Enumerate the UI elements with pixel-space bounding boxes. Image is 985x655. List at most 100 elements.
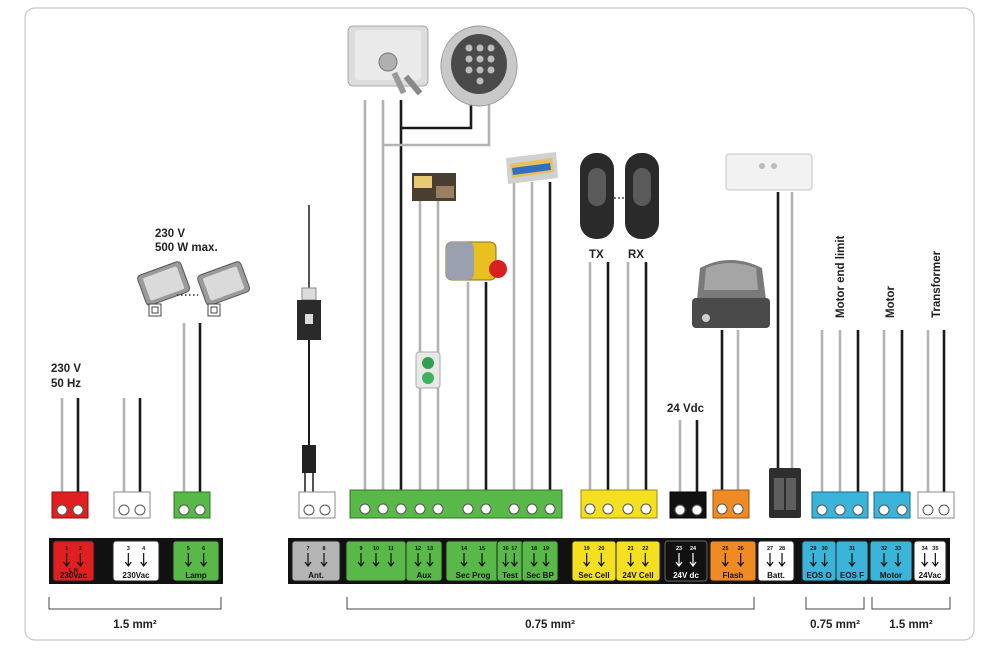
keypad-image — [440, 25, 518, 107]
supply-frequency-label: 50 Hz — [51, 378, 81, 390]
terminal-block-bg — [112, 540, 160, 582]
terminal-arrow-icon — [200, 553, 208, 567]
terminal-block-label: 230Vac — [60, 571, 88, 580]
terminal-arrow-icon — [372, 553, 380, 567]
terminal-block-bg — [709, 540, 757, 582]
terminal-number: 11 — [388, 546, 394, 552]
flash-light-image — [692, 260, 770, 328]
terminal-arrow-icon — [63, 553, 71, 567]
loop-detector-image — [415, 351, 441, 389]
terminal-number: 26 — [738, 546, 744, 552]
cable-brackets — [48, 597, 951, 610]
battery-image — [725, 153, 813, 191]
terminal-block-bg — [521, 540, 559, 582]
terminal-arrow-icon — [641, 553, 649, 567]
terminal-arrow-icon — [542, 553, 550, 567]
terminal-number: 6 — [202, 546, 205, 552]
terminal-arrow-icon — [809, 553, 817, 567]
terminal-number: 32 — [881, 546, 887, 552]
lamp-projector-right — [197, 261, 251, 317]
cable-section-1: 1.5 mm² — [113, 619, 157, 631]
cable-section-3: 0.75 mm² — [810, 619, 860, 631]
terminal-arrow-icon — [737, 553, 745, 567]
push-button-image — [445, 241, 507, 281]
connector-230vac — [113, 491, 151, 519]
terminal-extra-label: L N — [69, 568, 78, 574]
transformer-label: Transformer — [931, 250, 943, 318]
terminal-arrow-icon — [478, 553, 486, 567]
terminal-arrow-icon — [721, 553, 729, 567]
terminal-arrow-icon — [140, 553, 148, 567]
aux-light-image — [412, 173, 456, 201]
terminal-arrow-icon — [821, 553, 829, 567]
terminal-number: 3 — [127, 546, 130, 552]
connector-24vdc — [669, 491, 707, 519]
lamp-voltage-label: 230 V — [155, 228, 185, 240]
terminal-arrow-icon — [320, 553, 328, 567]
terminal-arrow-icon — [894, 553, 902, 567]
terminal-block-label: Sec Cell — [578, 571, 609, 580]
terminal-arrow-icon — [597, 553, 605, 567]
photocell-tx-label: TX — [589, 249, 604, 261]
wires — [60, 100, 946, 494]
terminal-arrow-icon — [689, 553, 697, 567]
connector-green-strip — [349, 489, 563, 519]
terminal-number: 10 — [373, 546, 379, 552]
photocell-rx-label: RX — [628, 249, 644, 261]
end-limit-label: Motor end limit — [835, 235, 847, 318]
terminal-block-label: 24V Cell — [622, 571, 653, 580]
terminal-number: 35 — [932, 546, 938, 552]
terminal-arrow-icon — [921, 553, 929, 567]
terminal-number: 25 — [722, 546, 728, 552]
terminal-number: 4 — [142, 546, 146, 552]
cable-section-4: 1.5 mm² — [889, 619, 933, 631]
terminal-number: 8 — [322, 546, 325, 552]
terminal-number: 17 — [511, 546, 517, 552]
terminal-number: 19 — [584, 546, 590, 552]
terminal-arrow-icon — [880, 553, 888, 567]
terminal-arrow-icon — [627, 553, 635, 567]
terminal-block-bg — [615, 540, 661, 582]
terminal-number: 13 — [427, 546, 433, 552]
terminal-number: 5 — [187, 546, 190, 552]
terminal-number: 22 — [642, 546, 648, 552]
terminal-number: 9 — [359, 546, 362, 552]
photocell-tx-image — [580, 153, 614, 239]
terminal-number: 31 — [849, 546, 855, 552]
terminal-block-label: Flash — [723, 571, 744, 580]
terminal-arrow-icon — [357, 553, 365, 567]
motor-vertical-label: Motor — [885, 286, 897, 318]
terminal-arrow-icon — [766, 553, 774, 567]
antenna-image — [297, 287, 321, 473]
terminal-number: 16 — [503, 546, 509, 552]
terminal-arrow-icon — [530, 553, 538, 567]
terminal-arrow-icon — [675, 553, 683, 567]
terminal-arrow-icon — [304, 553, 312, 567]
terminal-number: 14 — [461, 546, 468, 552]
terminal-block-label: Motor — [880, 571, 902, 580]
terminal-arrow-icon — [931, 553, 939, 567]
terminal-number: 15 — [479, 546, 485, 552]
terminal-number: 2 — [79, 546, 82, 552]
connector-flash — [712, 489, 750, 519]
terminal-block-label: Lamp — [185, 571, 206, 580]
terminal-block-bg — [869, 540, 913, 582]
connector-antenna — [298, 491, 336, 519]
terminal-number: 28 — [779, 546, 785, 552]
terminal-arrow-icon — [426, 553, 434, 567]
terminal-number: 29 — [810, 546, 816, 552]
connector-end-limit — [811, 491, 869, 519]
terminal-arrow-icon — [778, 553, 786, 567]
battery-connector-image — [769, 468, 801, 518]
terminal-block-bg — [757, 540, 795, 582]
terminal-number: 18 — [531, 546, 537, 552]
lamp-power-label: 500 W max. — [155, 242, 218, 254]
terminal-block-bg — [664, 540, 708, 582]
photocell-rx-image — [625, 153, 659, 239]
safety-edge-image — [506, 152, 558, 184]
connector-yellow-strip — [580, 489, 658, 519]
terminal-arrow-icon — [460, 553, 468, 567]
terminal-number: 23 — [676, 546, 682, 552]
